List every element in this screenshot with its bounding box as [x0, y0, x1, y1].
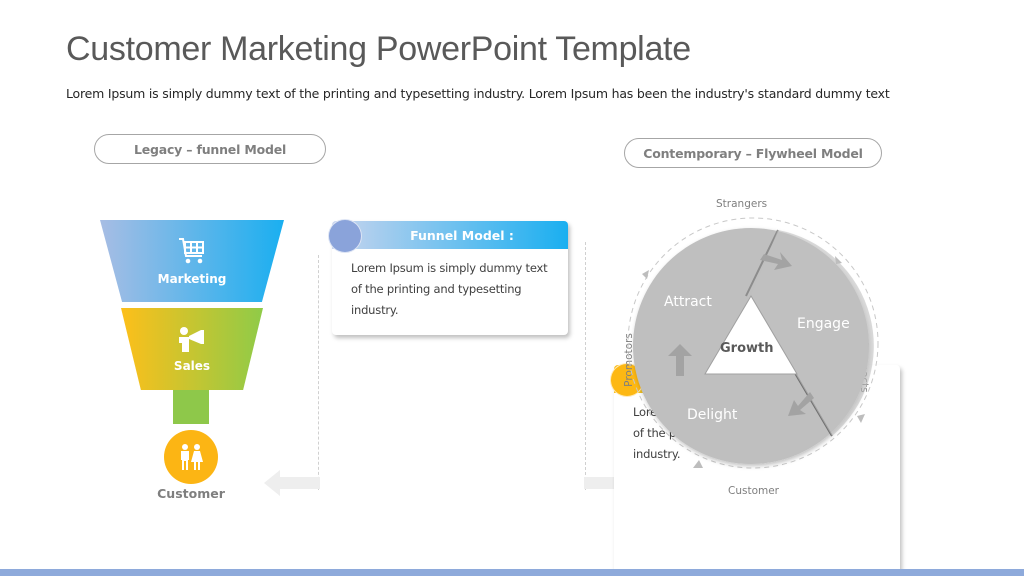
card-title: Funnel Model : — [410, 227, 514, 243]
flywheel-diagram: Strangers Prospects Customer Promotors A… — [614, 196, 900, 500]
funnel-stage-label: Sales — [173, 359, 211, 373]
megaphone-person-icon — [179, 327, 204, 352]
page-subtitle: Lorem Ipsum is simply dummy text of the … — [66, 86, 890, 101]
flywheel-label-customer: Customer — [728, 485, 780, 497]
page-title: Customer Marketing PowerPoint Template — [66, 30, 691, 68]
funnel-stage-label: Marketing — [157, 272, 227, 286]
flywheel-label-strangers: Strangers — [716, 198, 768, 210]
funnel-stage-sales: Sales — [121, 308, 263, 390]
arrow-left-icon — [264, 470, 320, 496]
divider-left — [318, 255, 319, 490]
funnel-stem — [173, 390, 209, 424]
flywheel-graphic — [627, 217, 879, 469]
contemporary-model-label: Contemporary – Flywheel Model — [624, 138, 882, 168]
segment-delight: Delight — [687, 407, 738, 423]
segment-attract: Attract — [664, 294, 712, 310]
legacy-model-label: Legacy – funnel Model — [94, 134, 326, 164]
customer-label: Customer — [157, 486, 225, 501]
footer-bar — [0, 569, 1024, 576]
couple-icon — [181, 444, 203, 470]
card-body: Lorem Ipsum is simply dummy text of the … — [351, 261, 548, 317]
segment-engage: Engage — [797, 316, 850, 332]
card-header: Funnel Model : — [332, 221, 568, 249]
funnel-model-card: Funnel Model : Lorem Ipsum is simply dum… — [328, 219, 568, 335]
customer-circle — [164, 430, 218, 484]
shopping-cart-icon — [179, 238, 204, 264]
flywheel-center-growth: Growth — [720, 341, 774, 356]
divider-right — [585, 242, 586, 490]
funnel-stage-marketing: Marketing — [100, 220, 284, 302]
card-dot — [328, 219, 362, 253]
